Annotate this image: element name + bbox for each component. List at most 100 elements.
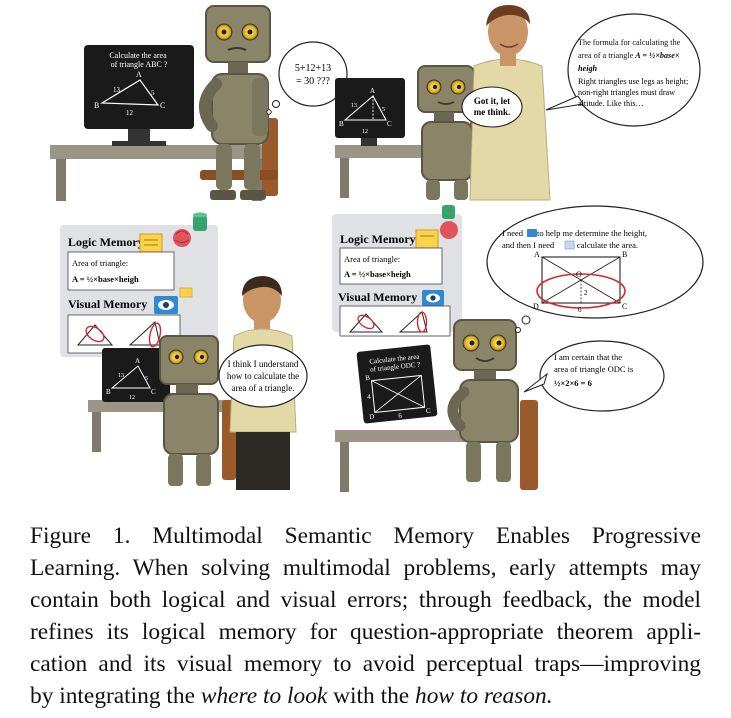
learner-line-2: how to calculate the — [227, 371, 299, 381]
triangle-abc — [110, 365, 151, 389]
panel-4: Logic Memory Area of triangle: A = ½×bas… — [332, 205, 704, 492]
label-B: B — [339, 120, 344, 128]
red-highlight — [536, 273, 626, 309]
teacher-formula: A = ½×base× — [634, 51, 680, 60]
panel-3: Logic Memory Area of triangle: A = ½×bas… — [60, 212, 308, 490]
memory-red-mark-2 — [148, 322, 162, 348]
label-O: O — [576, 270, 582, 279]
robot — [417, 65, 475, 200]
answer-line-1: I am certain that the — [554, 352, 622, 362]
caption-line-2: Learning. When solving multimodal proble… — [30, 555, 701, 581]
teacher-line-1: The formula for calculating the — [578, 38, 681, 47]
logic-line-1: Area of triangle: — [72, 258, 128, 268]
label-12: 12 — [362, 129, 368, 135]
logic-memory-title: Logic Memory — [340, 232, 416, 246]
label-13: 13 — [118, 373, 124, 379]
memory-triangle-2 — [398, 311, 428, 333]
label-13: 13 — [351, 103, 357, 109]
label-6: 6 — [398, 412, 403, 420]
svg-text:area of a triangle A = ½×base×: area of a triangle A = ½×base× — [578, 51, 680, 60]
logic-memory-box — [339, 247, 443, 285]
label-C: C — [387, 120, 392, 128]
teacher-line-6: altitude. Like this… — [578, 99, 644, 108]
database-icon — [193, 212, 207, 231]
teacher-formula-tail: heigh — [578, 64, 598, 73]
planning-thought-cloud: I need to help me determine the height, a… — [486, 205, 704, 333]
caption-line-6: by integrating the where to look with th… — [30, 680, 701, 712]
monitor-stand — [128, 129, 150, 143]
database-icon — [442, 205, 455, 219]
monitor — [84, 45, 194, 129]
label-5: 5 — [145, 376, 148, 382]
brain-icon — [173, 229, 191, 247]
logic-line-1: Area of triangle: — [344, 254, 400, 264]
robot — [447, 319, 519, 482]
robot-reply-line-1: Got it, let — [474, 96, 510, 106]
label-C: C — [426, 407, 432, 415]
caption-emphasis-where-to-look: where to look — [200, 683, 328, 709]
panel-1: Calculate the area of triangle ABC ? A B… — [50, 5, 348, 201]
label-D: D — [369, 413, 375, 421]
robot-reply-bubble: Got it, let me think. — [461, 86, 523, 128]
caption-line-3: contain both logical and visual errors; … — [30, 587, 701, 613]
logic-formula: A = ½×base×heigh — [72, 274, 139, 284]
label-D: D — [533, 302, 539, 311]
label-5: 5 — [382, 107, 385, 113]
label-13: 13 — [113, 86, 121, 94]
plan-line-2a: and then I need — [502, 240, 555, 250]
rectangle-abcd — [370, 374, 426, 414]
desk-leg — [56, 159, 66, 201]
memory-triangle-2 — [128, 321, 161, 346]
caption-line-4: refines its logical memory for question-… — [30, 619, 701, 645]
logic-memory-box — [67, 251, 175, 291]
plan-line-2b: to calculate the area. — [568, 240, 638, 250]
triangle-abc — [99, 79, 160, 106]
label-B: B — [365, 374, 371, 382]
plan-line-1b: to help me determine the height, — [537, 228, 647, 238]
panel-2: A B C 13 5 12 Got i — [335, 4, 701, 201]
brain-icon — [440, 221, 458, 239]
label-A: A — [370, 87, 375, 95]
desk — [335, 430, 475, 442]
label-A: A — [135, 357, 140, 365]
notepad-icon — [415, 229, 439, 249]
memory-card: Logic Memory Area of triangle: A = ½×bas… — [60, 212, 218, 357]
robot-reply-line-2: me think. — [474, 107, 511, 117]
thought-bubble: 5+12+13 = 30 ??? — [266, 41, 348, 115]
memory-red-mark-1 — [357, 314, 375, 330]
figure-caption: Figure 1. Multimodal Semantic Memory Ena… — [30, 520, 701, 712]
eye-scan-icon — [527, 229, 537, 237]
thought-line-1: 5+12+13 — [295, 63, 331, 74]
answer-line-2: area of triangle ODC is — [554, 364, 633, 374]
memory-red-mark-2 — [416, 311, 428, 333]
label-C: C — [160, 101, 165, 110]
logic-formula: A = ½×base×heigh — [344, 269, 411, 279]
desk — [50, 145, 270, 159]
teacher-line-2: area of a triangle — [578, 51, 635, 60]
eye-scan-icon — [422, 290, 444, 306]
eye-scan-icon — [154, 287, 193, 314]
triangle-abc — [343, 95, 387, 121]
figure-1-illustration: Calculate the area of triangle ABC ? A B… — [30, 0, 710, 500]
label-A: A — [136, 70, 142, 79]
label-5: 5 — [151, 89, 155, 97]
teacher-line-5: non-right triangles must draw — [578, 88, 675, 97]
robot — [199, 5, 271, 200]
label-12: 12 — [129, 395, 135, 401]
visual-memory-title: Visual Memory — [338, 290, 417, 304]
learner-line-1: I think I understand — [228, 359, 299, 369]
label-4: 4 — [367, 393, 372, 401]
visual-memory-title: Visual Memory — [68, 297, 147, 311]
screen-question: Calculate the area of triangle ABC ? — [109, 51, 168, 69]
caption-emphasis-how-to-reason: how to reason. — [415, 683, 553, 709]
memory-card: Logic Memory Area of triangle: A = ½×bas… — [332, 205, 462, 337]
teacher-speech-bubble: The formula for calculating the area of … — [545, 13, 701, 127]
label-B: B — [106, 388, 111, 396]
plan-line-1a: I need — [502, 228, 524, 238]
thought-line-2: = 30 ??? — [296, 76, 331, 87]
robot — [159, 335, 219, 486]
label-A: A — [534, 250, 540, 259]
caption-line-5: cation and its visual memory to avoid pe… — [30, 651, 701, 677]
